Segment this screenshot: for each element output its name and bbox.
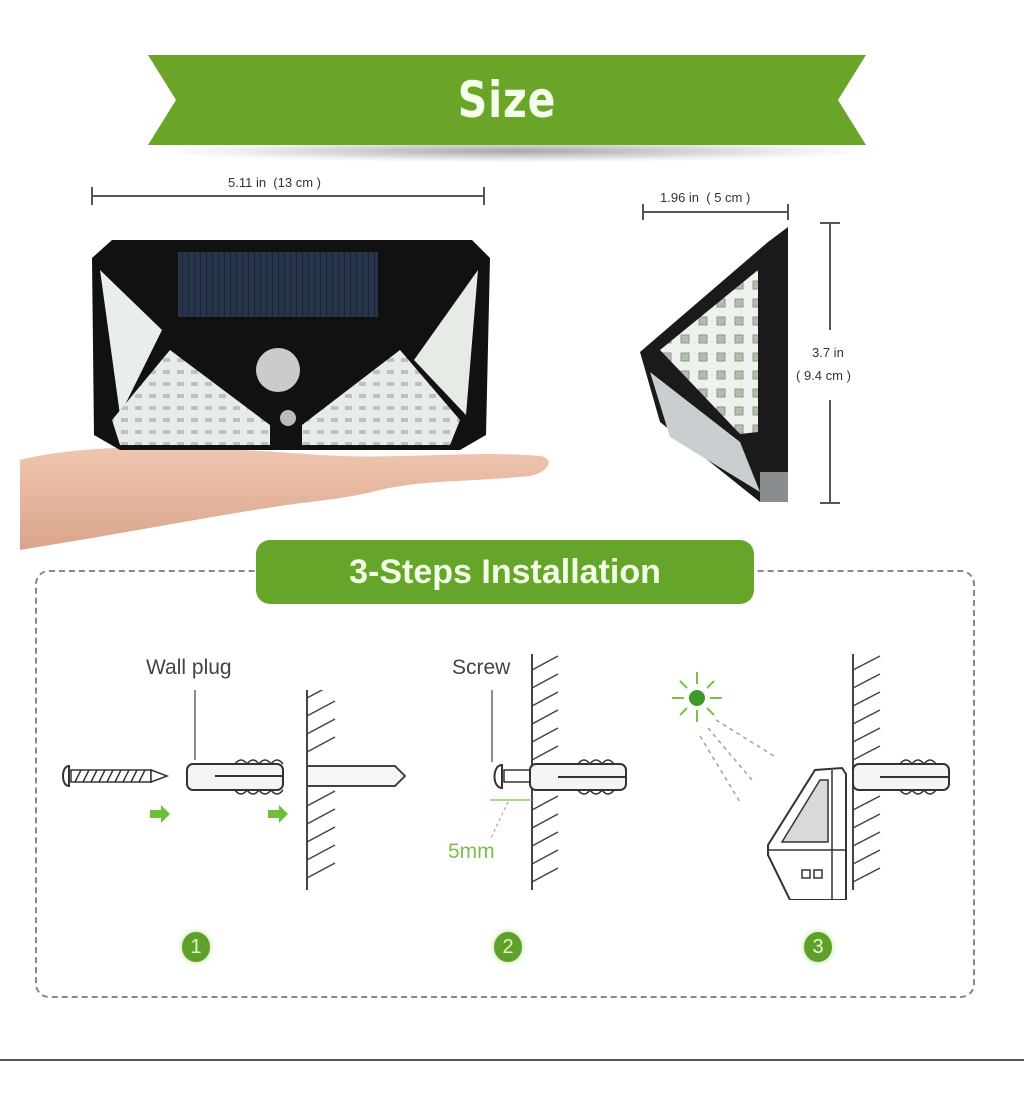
side-height-label-in: 3.7 in — [812, 345, 844, 360]
front-width-label: 5.11 in (13 cm ) — [228, 175, 321, 190]
step-1-badge: 1 — [182, 932, 210, 962]
side-height-label-cm: ( 9.4 cm ) — [796, 368, 851, 383]
step-2-diagram — [489, 654, 627, 890]
front-width-dimension-line — [91, 187, 485, 205]
bottom-divider — [0, 1059, 1024, 1061]
size-ribbon — [148, 55, 866, 145]
side-depth-label: 1.96 in ( 5 cm ) — [660, 190, 751, 205]
step-2-badge: 2 — [494, 932, 522, 962]
product-side-view — [640, 227, 788, 502]
product-front-view — [20, 222, 549, 550]
size-title: Size — [457, 71, 557, 129]
step-1-diagram — [62, 690, 407, 890]
screw-label: Screw — [452, 656, 511, 679]
wall-plug-label: Wall plug — [146, 656, 232, 679]
side-depth-dimension-line — [642, 204, 789, 220]
ribbon-shadow — [170, 140, 860, 162]
step-3-diagram — [672, 654, 950, 900]
installation-title: 3-Steps Installation — [256, 540, 754, 604]
step-3-badge: 3 — [804, 932, 832, 962]
side-height-dimension-line — [820, 222, 840, 504]
measurement-label: 5mm — [448, 840, 495, 863]
sun-icon — [672, 672, 722, 722]
